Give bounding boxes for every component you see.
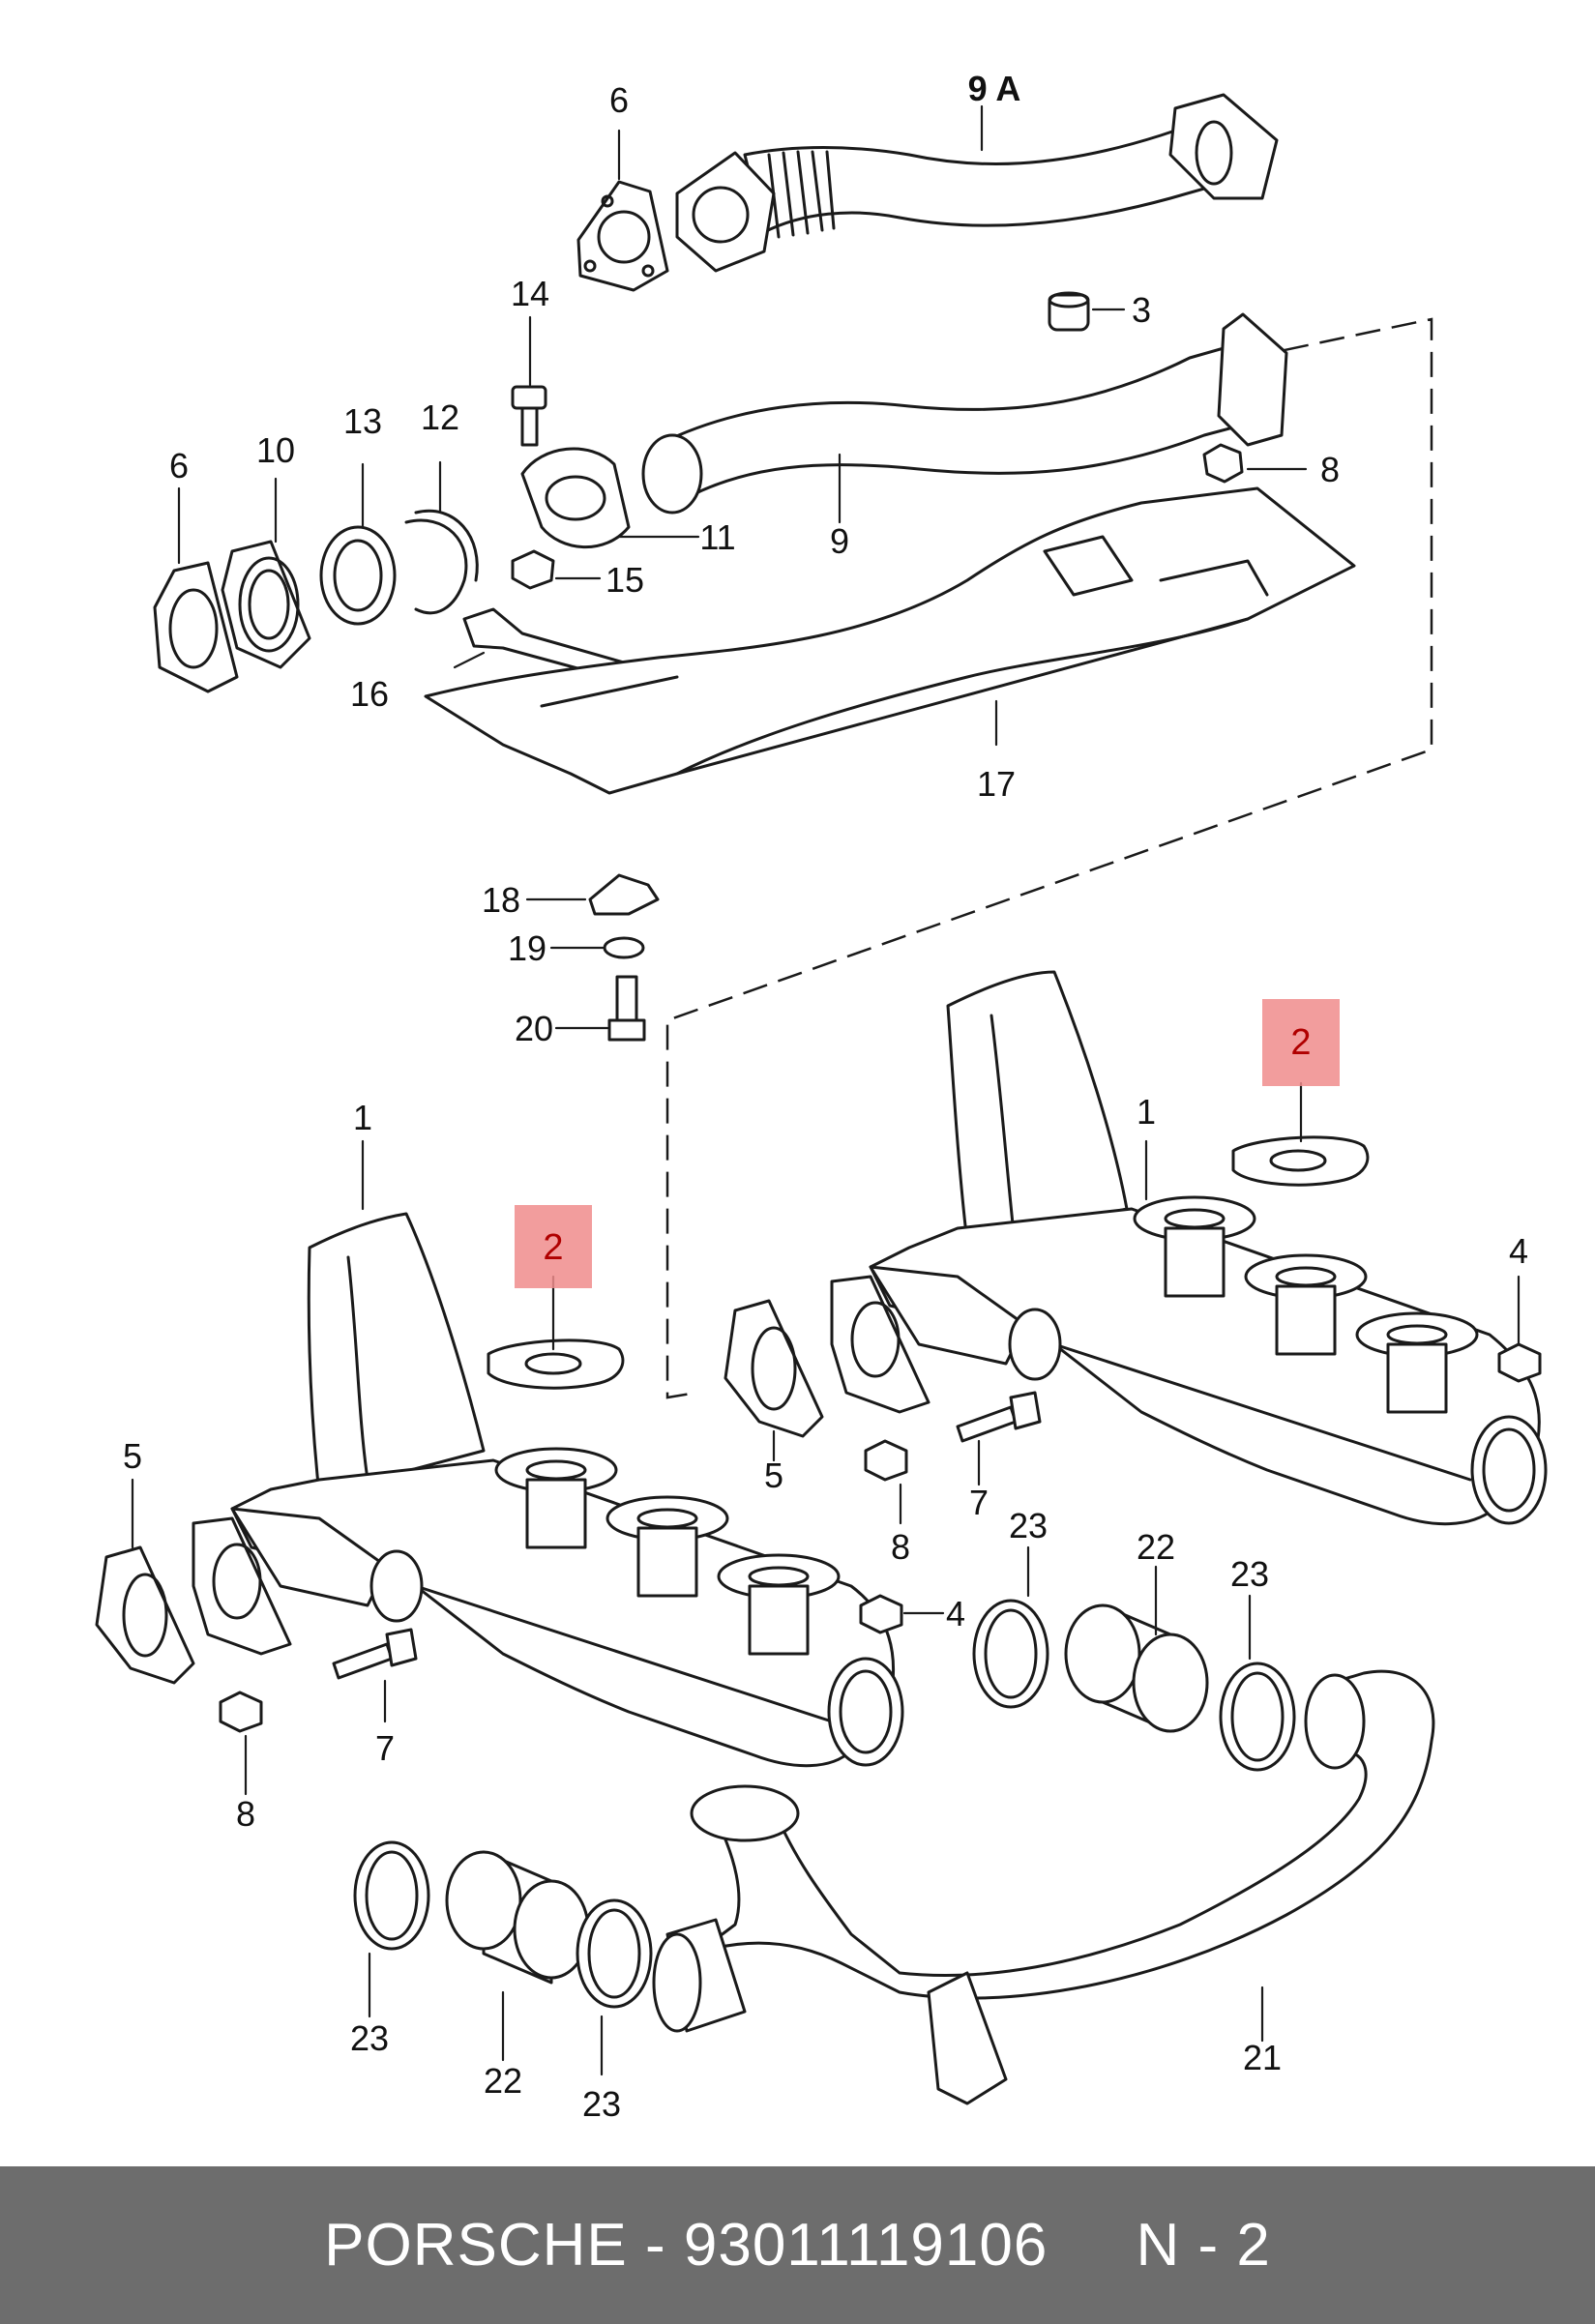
callout-7-right: 7 [969,1483,989,1522]
callout-23-right-b: 23 [1230,1554,1269,1594]
callout-13: 13 [343,401,382,441]
callout-10: 10 [256,430,295,470]
part-20-bolt [607,975,646,1042]
callout-9a: 9 A [968,69,1021,108]
part-7-bolt-right [956,1391,1042,1443]
callout-23-left-a: 23 [350,2018,389,2058]
highlight-box-right [1262,999,1340,1086]
part-8-nut-right [864,1439,908,1482]
part-13-seal-ring [319,525,397,626]
callout-12: 12 [421,397,459,437]
part-23-clamp-left-b [576,1898,653,2009]
callout-14: 14 [511,274,549,313]
callout-17: 17 [977,764,1016,804]
part-7-bolt-left [332,1628,418,1680]
part-8-nut-upper [1202,443,1244,484]
part-8-nut-left [219,1691,263,1733]
callout-4-left: 4 [946,1594,965,1633]
callout-1-left: 1 [353,1098,372,1137]
callout-11: 11 [699,517,735,557]
callout-3: 3 [1132,290,1151,330]
part-15-nut [511,549,555,590]
highlight-box-left [515,1205,592,1288]
part-22-sleeve-right [1064,1603,1209,1733]
callout-1-right: 1 [1137,1092,1156,1132]
callout-22-right: 22 [1137,1527,1175,1567]
callout-6-left: 6 [169,446,189,485]
part-22-sleeve-left [445,1850,590,1985]
part-6-gasket-left [153,561,239,693]
part-19-washer [603,936,645,959]
callout-16: 16 [350,674,389,714]
dashed-frame [665,317,1433,1399]
callout-5-left: 5 [123,1436,142,1476]
callout-8-right: 8 [891,1527,910,1567]
part-23-clamp-right-b [1219,1662,1296,1772]
callout-22-left: 22 [484,2061,522,2101]
part-11-clamp [520,447,631,549]
footer-bar: PORSCHE - 93011119106 N - 2 [0,2166,1595,2324]
part-9a-front-pipe [675,93,1279,273]
callout-6-upper: 6 [609,80,629,120]
callout-8-left: 8 [236,1794,255,1834]
callout-19: 19 [508,928,546,968]
part-17-heat-shield [424,486,1356,795]
callout-18: 18 [482,880,520,920]
callout-8-upper: 8 [1320,450,1340,489]
callout-23-right-a: 23 [1009,1506,1048,1545]
exhaust-parts-diagram: 6 9 A 3 14 8 9 11 15 6 10 13 12 16 17 18… [95,69,1548,2124]
part-5-gasket-right [724,1299,824,1438]
part-5-gasket-left [95,1545,195,1685]
part-18-clip [588,873,660,916]
part-9-intermediate-pipe [641,312,1288,515]
part-3-bushing [1048,291,1090,332]
callout-20: 20 [515,1009,553,1048]
part-12-split-ring [404,509,479,615]
part-4-nut-left [859,1594,903,1634]
callout-2-left: 2 [543,1227,563,1268]
leader-lines [131,104,1521,2076]
part-1-manifold-right [830,970,1548,1526]
callout-7-left: 7 [375,1728,395,1768]
callout-5-right: 5 [764,1456,783,1495]
footer-caption: PORSCHE - 93011119106 N - 2 [324,2212,1271,2279]
callout-9: 9 [830,521,849,561]
part-4-nut-right [1497,1342,1542,1383]
part-6-gasket-upper [576,180,669,292]
part-1-manifold-left [192,1212,904,1768]
callout-4-right: 4 [1509,1231,1528,1271]
callout-numbers: 6 9 A 3 14 8 9 11 15 6 10 13 12 16 17 18… [123,69,1528,2124]
callout-2-right: 2 [1290,1022,1311,1063]
callout-23-left-b: 23 [582,2084,621,2124]
part-2-gasket-left [487,1339,625,1390]
part-23-clamp-right-a [972,1599,1049,1709]
part-10-flange [221,540,311,669]
part-23-clamp-left-a [353,1840,430,1951]
part-2-gasket-right [1231,1135,1370,1187]
callout-15: 15 [606,560,644,600]
part-14-bolt [511,385,547,447]
callout-21: 21 [1243,2038,1282,2077]
part-21-y-pipe [652,1669,1435,2105]
